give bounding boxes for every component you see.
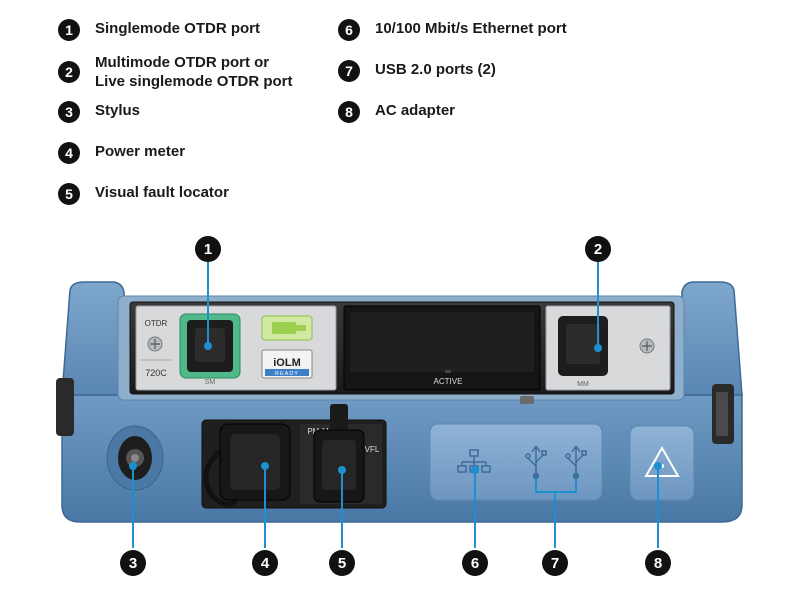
legend-label-1: Singlemode OTDR port <box>95 20 260 37</box>
vfl-cap-strap <box>330 404 348 434</box>
legend-label-5: Visual fault locator <box>95 184 229 201</box>
callout-8: 8 <box>645 550 671 576</box>
callout-lines <box>129 262 662 548</box>
legend-label-7: USB 2.0 ports (2) <box>375 61 496 78</box>
legend-item-8: 8 AC adapter <box>338 101 455 123</box>
active-label: ACTIVE <box>434 377 463 386</box>
legend-item-7: 7 USB 2.0 ports (2) <box>338 60 496 82</box>
left-latch <box>56 378 74 436</box>
legend-item-3: 3 Stylus <box>58 101 140 123</box>
legend-label-3: Stylus <box>95 102 141 119</box>
legend-label-2: Multimode OTDR port or Live singlemode O… <box>95 54 293 90</box>
callout-5: 5 <box>329 550 355 576</box>
legend-item-1: 1 Singlemode OTDR port <box>58 19 260 41</box>
legend-badge-3: 3 <box>58 101 80 123</box>
legend-label-8: AC adapter <box>375 102 456 119</box>
callout-6: 6 <box>462 550 488 576</box>
legend-item-4: 4 Power meter <box>58 142 185 164</box>
callout-2: 2 <box>585 236 611 262</box>
callout-3: 3 <box>120 550 146 576</box>
legend-label-6: 10/100 Mbit/s Ethernet port <box>375 20 567 37</box>
callout-7: 7 <box>542 550 568 576</box>
pm-cap-tether <box>203 448 238 507</box>
legend-badge-8: 8 <box>338 101 360 123</box>
legend-badge-5: 5 <box>58 183 80 205</box>
ethernet-icon <box>457 449 491 473</box>
ac-adapter-cover <box>629 425 695 501</box>
module-label-model: 720C <box>145 368 167 378</box>
ethernet-usb-cover <box>429 423 603 501</box>
ac-warning-icon <box>644 445 680 477</box>
port-sm-label: SM <box>205 379 216 386</box>
iolm-label: iOLM <box>273 357 301 369</box>
legend-item-5: 5 Visual fault locator <box>58 183 229 205</box>
legend-item-6: 6 10/100 Mbit/s Ethernet port <box>338 19 567 41</box>
right-wing <box>677 281 743 396</box>
port-mm-label: MM <box>577 381 589 388</box>
legend-label-4: Power meter <box>95 143 186 160</box>
legend-badge-2: 2 <box>58 61 80 83</box>
legend-badge-4: 4 <box>58 142 80 164</box>
legend-item-2: 2 Multimode OTDR port or Live singlemode… <box>58 53 293 91</box>
legend-badge-7: 7 <box>338 60 360 82</box>
vfl-label: VFL <box>365 445 380 454</box>
module-label-otdr: OTDR <box>145 319 168 328</box>
legend-badge-6: 6 <box>338 19 360 41</box>
usb-icon-2 <box>565 445 587 480</box>
legend-badge-1: 1 <box>58 19 80 41</box>
callout-4: 4 <box>252 550 278 576</box>
ready-label: READY <box>275 371 299 377</box>
active-led <box>445 370 451 373</box>
callout-1: 1 <box>195 236 221 262</box>
left-wing <box>61 281 129 396</box>
